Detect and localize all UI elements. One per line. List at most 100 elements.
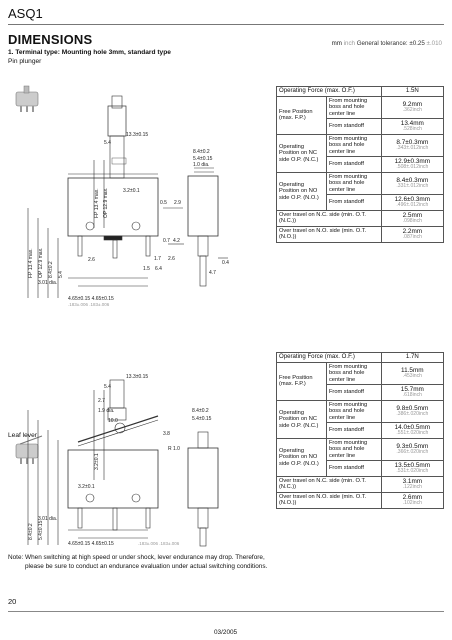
over-travel-label: Over travel on N.O. side (min. O.T. (N.O… bbox=[276, 225, 382, 243]
row-mm: 9.8±0.5mm bbox=[396, 404, 429, 412]
row-in: .618inch bbox=[402, 392, 422, 399]
row-mm: 14.0±0.5mm bbox=[394, 423, 431, 431]
leaf-dim-38: 3.8 bbox=[163, 431, 170, 437]
leaf-dim-19: 1.9 dia. bbox=[98, 408, 114, 414]
dim-15: 1.5 bbox=[143, 266, 150, 272]
row-mm: 13.4mm bbox=[400, 119, 424, 127]
over-travel-mm: 2.5mm bbox=[402, 211, 423, 219]
row-sub: From standoff bbox=[325, 155, 382, 173]
dim-26: 2.6 bbox=[168, 256, 175, 262]
row-in: .496±.012inch bbox=[396, 202, 429, 209]
leaf-dim-32b: 3.2±0.1 bbox=[78, 484, 95, 490]
units-tolerance: mm inch General tolerance: ±0.25 ±.010 bbox=[332, 40, 442, 47]
row-in: .453inch bbox=[402, 373, 422, 380]
row-sub: From mounting boss and hole center line bbox=[325, 133, 382, 157]
units-inch: inch bbox=[343, 40, 355, 47]
dim-07: 0.7 bbox=[163, 238, 170, 244]
pin-plunger-spec-table: Operating Force (max. O.F.) 1.5N Free Po… bbox=[276, 86, 445, 243]
row-mm: 11.5mm bbox=[401, 366, 424, 374]
row-label: Operating Position on NC side O.P. (N.C.… bbox=[276, 133, 327, 173]
section-title: DIMENSIONS bbox=[8, 32, 93, 47]
row-in: .531±.020inch bbox=[396, 468, 429, 475]
row-label: Operating Position on NO side O.P. (N.O.… bbox=[276, 171, 327, 211]
row-sub: From standoff bbox=[325, 421, 382, 439]
dim-10-dia: 1.0 dia. bbox=[193, 162, 209, 168]
row-in: .362inch bbox=[402, 107, 422, 114]
over-travel-mm: 3.1mm bbox=[402, 477, 423, 485]
dim-mount-hole: 3.01 dia. bbox=[38, 280, 57, 286]
dim-47: 4.7 bbox=[209, 270, 216, 276]
row-in: .331±.012inch bbox=[396, 183, 429, 190]
dim-84: 8.4±0.2 bbox=[193, 149, 210, 155]
leaf-dim-2: 5.4±0.15 bbox=[38, 520, 44, 540]
leaf-dim-pitch: 4.65±0.15 4.65±0.15 bbox=[68, 541, 114, 547]
row-sub: From mounting boss and hole center line bbox=[325, 399, 382, 423]
over-travel-in: .087inch bbox=[402, 233, 422, 240]
row-sub: From mounting boss and hole center line bbox=[325, 361, 382, 385]
dim-pitch-in: .183±.006 .183±.006 bbox=[68, 302, 110, 307]
dim-32: 3.2±0.1 bbox=[123, 188, 140, 194]
over-travel-label: Over travel on N.C. side (min. O.T. (N.C… bbox=[276, 209, 382, 227]
dim-54-side: 5.4±0.15 bbox=[193, 156, 213, 162]
leaf-dim-27: 2.7 bbox=[98, 398, 105, 404]
product-title: ASQ1 bbox=[8, 6, 43, 21]
op-force-value: 1.7N bbox=[380, 352, 445, 363]
over-travel-in: .102inch bbox=[402, 499, 422, 506]
leaf-dim-width-top: 13.3±0.15 bbox=[126, 374, 148, 380]
dim-42: 4.2 bbox=[173, 238, 180, 244]
row-label: Operating Position on NO side O.P. (N.O.… bbox=[276, 437, 327, 477]
row-label: Free Position (max. F.P.) bbox=[276, 361, 327, 401]
leaf-dim-mount-hole: 3.01 dia. bbox=[38, 516, 57, 522]
tolerance-label: General tolerance: bbox=[356, 40, 408, 47]
dim-64: 6.4 bbox=[155, 266, 162, 272]
dim-op-max: OP 12.9 max. bbox=[38, 248, 44, 278]
leaf-dim-100: 10.0 bbox=[108, 418, 118, 424]
note-line-1: Note: When switching at high speed or un… bbox=[8, 554, 265, 561]
row-mm: 9.3±0.5mm bbox=[396, 442, 429, 450]
over-travel-label: Over travel on N.O. side (min. O.T. (N.O… bbox=[276, 491, 382, 509]
dim-op-3: 5.4 bbox=[58, 271, 64, 278]
row-sub: From mounting boss and hole center line bbox=[325, 171, 382, 195]
row-label: Operating Position on NC side O.P. (N.C.… bbox=[276, 399, 327, 439]
row-mm: 12.9±0.3mm bbox=[394, 157, 431, 165]
footer-rule bbox=[8, 611, 444, 612]
row-mm: 12.6±0.3mm bbox=[394, 195, 431, 203]
pin-plunger-photo bbox=[15, 85, 39, 112]
leaf-dim-3: 3.2±0.1 bbox=[94, 453, 100, 470]
dim-17: 1.7 bbox=[154, 256, 161, 262]
over-travel-mm: 2.6mm bbox=[402, 493, 423, 501]
dim-fp-2: FP 13.4 max. bbox=[94, 188, 100, 218]
row-in: .366±.020inch bbox=[396, 449, 429, 456]
op-force-label: Operating Force (max. O.F.) bbox=[276, 86, 382, 97]
leaf-dim-54: 5.4 bbox=[104, 384, 111, 390]
leaf-lever-spec-table: Operating Force (max. O.F.) 1.7N Free Po… bbox=[276, 352, 445, 509]
dim-29: 2.9 bbox=[174, 200, 181, 206]
dim-fp-max: FP 13.4 max. bbox=[28, 248, 34, 278]
dim-04: 0.4 bbox=[222, 260, 229, 266]
over-travel-in: .098inch bbox=[402, 217, 422, 224]
pin-plunger-label: Pin plunger bbox=[8, 58, 42, 65]
dim-op-4: OP 12.9 max. bbox=[103, 188, 109, 218]
row-mm: 13.5±0.5mm bbox=[394, 461, 431, 469]
row-mm: 9.2mm bbox=[402, 100, 423, 108]
units-mm: mm bbox=[331, 40, 342, 47]
row-label: Free Position (max. F.P.) bbox=[276, 95, 327, 135]
page-number: 20 bbox=[8, 597, 17, 606]
dim-width-top: 13.3±0.15 bbox=[126, 132, 148, 138]
row-mm: 8.7±0.3mm bbox=[396, 138, 429, 146]
over-travel-in: .122inch bbox=[402, 483, 422, 490]
dim-54: 5.4 bbox=[104, 140, 111, 146]
row-in: .386±.020inch bbox=[396, 411, 429, 418]
op-force-value: 1.5N bbox=[380, 86, 445, 97]
dim-op-2: 8.4±0.2 bbox=[48, 261, 54, 278]
leaf-dim-r: R 1.0 bbox=[168, 446, 180, 452]
row-sub: From standoff bbox=[325, 459, 382, 477]
leaf-lever-label: Leaf lever bbox=[8, 432, 37, 439]
over-travel-label: Over travel on N.C. side (min. O.T. (N.C… bbox=[276, 475, 382, 493]
leaf-dim-54b: 5.4±0.15 bbox=[192, 416, 212, 422]
note-line-2: please be sure to conduct an endurance e… bbox=[25, 563, 268, 570]
row-sub: From standoff bbox=[325, 193, 382, 211]
tolerance-inch: ±.010 bbox=[426, 40, 442, 47]
row-sub: From standoff bbox=[325, 383, 382, 401]
row-sub: From mounting boss and hole center line bbox=[325, 437, 382, 461]
